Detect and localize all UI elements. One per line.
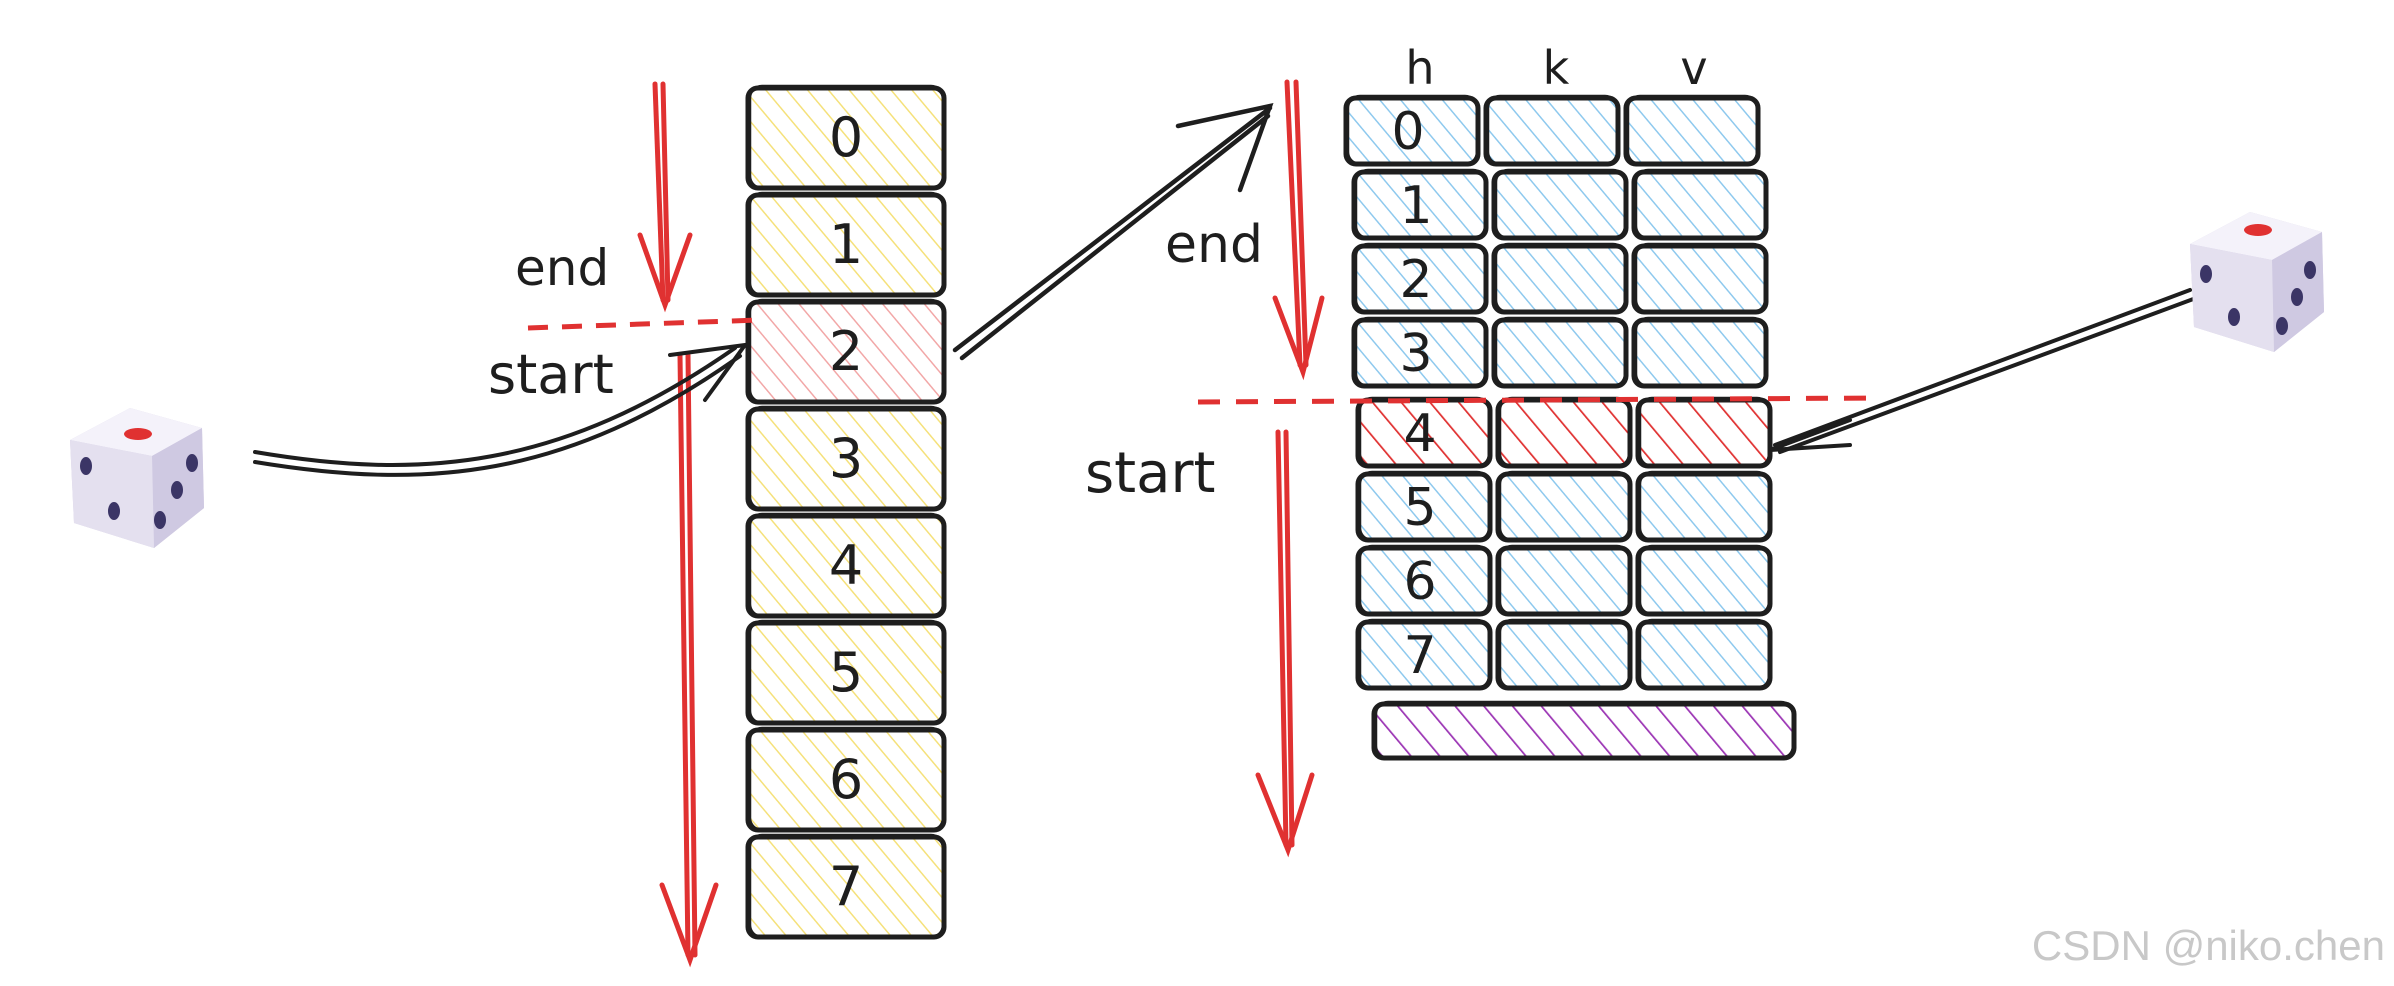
left-table: 0 1 2 3 4 5 6 7: [745, 84, 947, 940]
right-cell-3-0-sketch: [1354, 316, 1487, 388]
left-bucket-label-1: 1: [829, 213, 863, 276]
left-bucket-label-6: 6: [829, 748, 863, 811]
left-bucket-4-sketch: [748, 512, 945, 618]
left-start-label: start: [488, 343, 614, 406]
right-cell-5-0-sketch: [1358, 470, 1491, 542]
right-cell-6-1-sketch: [1498, 544, 1631, 616]
left-bucket-6-sketch: [748, 726, 945, 832]
right-cell-0-2: [1623, 95, 1761, 167]
right-row-label-6: 6: [1403, 552, 1436, 612]
right-cell-7-2-sketch: [1638, 618, 1771, 690]
left-bucket-label-3: 3: [829, 427, 863, 490]
left-bucket-3-sketch: [748, 405, 945, 511]
right-header-h: h: [1405, 41, 1434, 95]
watermark: CSDN @niko.chen: [2032, 922, 2385, 969]
right-cell-2-0-sketch: [1354, 242, 1487, 314]
right-cell-4-2: [1635, 397, 1773, 469]
right-cell-5-2: [1635, 471, 1773, 543]
right-row-label-7: 7: [1403, 626, 1436, 686]
left-bucket-label-7: 7: [829, 855, 863, 918]
right-cell-3-1: [1491, 317, 1629, 389]
left-end-label: end: [515, 239, 609, 297]
right-cell-1-1: [1491, 169, 1629, 241]
right-cell-0-2-sketch: [1626, 94, 1759, 166]
dice-icon: [2190, 212, 2324, 352]
right-start-label: start: [1085, 441, 1215, 506]
right-cell-1-0-sketch: [1354, 168, 1487, 240]
right-row-label-4: 4: [1403, 404, 1436, 464]
right-cell-7-1: [1495, 619, 1633, 691]
right-row-label-3: 3: [1399, 324, 1432, 384]
right-cell-6-2: [1635, 545, 1773, 617]
right-cell-4-1-sketch: [1498, 396, 1631, 468]
right-cell-5-2-sketch: [1638, 470, 1771, 542]
left-boundary-dashed-line: [527, 317, 761, 331]
right-cell-7-0-sketch: [1358, 618, 1491, 690]
right-cell-7-1-sketch: [1498, 618, 1631, 690]
left-end-arrow: [637, 81, 693, 313]
left-bucket-2-sketch: [748, 298, 945, 404]
right-header-k: k: [1543, 41, 1570, 95]
right-header-v: v: [1680, 41, 1707, 95]
right-row-label-5: 5: [1403, 478, 1436, 538]
table-link-arrow: [952, 102, 1274, 361]
left-bucket-1-sketch: [748, 191, 945, 297]
right-cell-2-1-sketch: [1494, 242, 1627, 314]
right-start-arrow: [1255, 429, 1315, 858]
right-row-label-1: 1: [1399, 176, 1432, 236]
left-bucket-5-sketch: [748, 619, 945, 725]
right-cell-1-2: [1631, 169, 1769, 241]
left-bucket-7-sketch: [748, 833, 945, 939]
right-cell-5-1: [1495, 471, 1633, 543]
right-end-arrow: [1272, 79, 1325, 381]
right-cell-3-2: [1631, 317, 1769, 389]
right-cell-1-2-sketch: [1634, 168, 1767, 240]
right-cell-7-2: [1635, 619, 1773, 691]
right-cell-1-1-sketch: [1494, 168, 1627, 240]
right-table-footer: [1371, 701, 1797, 761]
right-cell-2-2-sketch: [1634, 242, 1767, 314]
left-bucket-label-4: 4: [829, 534, 863, 597]
left-dice-arrow: [253, 342, 750, 477]
right-cell-6-1: [1495, 545, 1633, 617]
right-cell-6-0-sketch: [1358, 544, 1491, 616]
left-bucket-0-sketch: [748, 84, 945, 190]
right-cell-3-1-sketch: [1494, 316, 1627, 388]
left-bucket-label-5: 5: [829, 641, 863, 704]
right-cell-0-0-sketch: [1346, 94, 1479, 166]
right-table: 0 1 2 3 4 5 6 7: [1343, 94, 1797, 761]
right-cell-5-1-sketch: [1498, 470, 1631, 542]
right-cell-3-2-sketch: [1634, 316, 1767, 388]
right-cell-4-0-sketch: [1358, 396, 1491, 468]
right-dice-arrow: [1769, 288, 2198, 454]
right-cell-2-2: [1631, 243, 1769, 315]
right-table-footer-sketch: [1374, 700, 1795, 760]
left-bucket-label-2: 2: [829, 320, 863, 383]
right-cell-4-1: [1495, 397, 1633, 469]
left-start-arrow: [659, 352, 719, 968]
left-bucket-label-0: 0: [829, 106, 863, 169]
right-row-label-0: 0: [1391, 102, 1424, 162]
right-cell-0-1-sketch: [1486, 94, 1619, 166]
right-row-label-2: 2: [1399, 250, 1432, 310]
dice-icon: [70, 408, 204, 548]
right-cell-6-2-sketch: [1638, 544, 1771, 616]
right-end-label: end: [1165, 215, 1263, 275]
right-cell-0-1: [1483, 95, 1621, 167]
right-cell-2-1: [1491, 243, 1629, 315]
